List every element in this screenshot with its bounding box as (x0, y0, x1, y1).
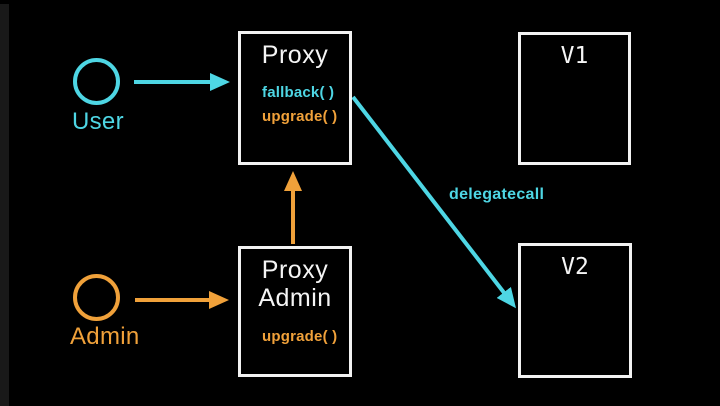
v1-box-title: V1 (560, 43, 589, 69)
user-actor-icon (73, 58, 120, 105)
user-label: User (72, 108, 124, 135)
proxy-admin-box: Proxy Admin upgrade( ) (238, 246, 352, 377)
proxy-admin-title-line1: Proxy (261, 256, 329, 284)
v1-box: V1 (518, 32, 631, 165)
proxy-admin-box-title: Proxy Admin (241, 256, 349, 312)
proxy-to-v2-delegatecall-arrow (351, 95, 516, 309)
fallback-method-label: fallback( ) (262, 84, 335, 101)
admin-actor-icon (73, 274, 120, 321)
proxy-box-title: Proxy (261, 41, 329, 69)
v2-box: V2 (518, 243, 632, 378)
delegatecall-label: delegatecall (449, 186, 545, 203)
proxy-admin-title-line2: Admin (258, 284, 332, 312)
upgrade-method-label: upgrade( ) (262, 108, 338, 125)
screen-edge-strip (0, 4, 9, 406)
proxy-admin-upgrade-method-label: upgrade( ) (262, 328, 338, 345)
v2-box-title: V2 (561, 254, 589, 280)
admin-label: Admin (70, 323, 140, 350)
proxy-box: Proxy fallback( ) upgrade( ) (238, 31, 352, 165)
